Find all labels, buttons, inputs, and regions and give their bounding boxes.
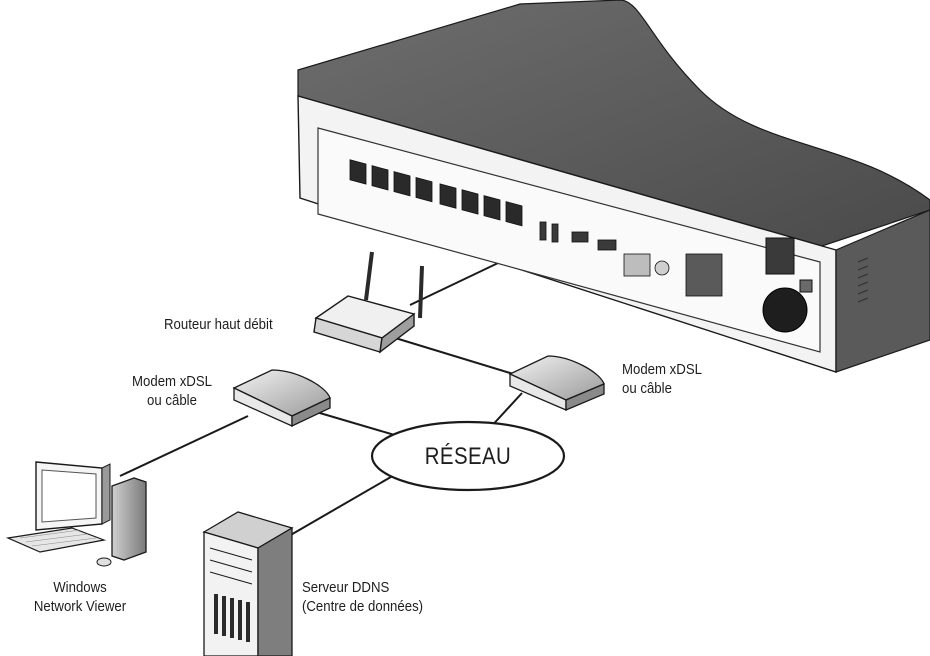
modem-right-label-line2: ou câble: [622, 380, 672, 397]
pc-tower: [111, 477, 147, 561]
modem-left-label-line2: ou câble: [147, 392, 197, 409]
modem-left: [232, 369, 331, 428]
router-antenna-right: [418, 265, 424, 319]
dvr-recorder: [297, 0, 930, 373]
dvr-ethernet-ports: [349, 159, 523, 227]
modem-left-label: Modem xDSL ou câble: [119, 372, 225, 410]
server-label: Serveur DDNS (Centre de données): [302, 578, 423, 616]
server-label-line2: (Centre de données): [302, 598, 424, 615]
dvr-top-surface: [297, 0, 930, 247]
pc-mouse: [96, 557, 112, 567]
pc-label: Windows Network Viewer: [18, 578, 141, 616]
modem-right-label-line1: Modem xDSL: [622, 361, 702, 378]
modem-left-label-line1: Modem xDSL: [132, 373, 212, 390]
dvr-misc-connectors: [539, 221, 723, 297]
power-socket: [765, 237, 795, 275]
network-label: RÉSEAU: [424, 443, 512, 470]
router-antenna-left: [364, 251, 374, 301]
pc-workstation: [5, 461, 147, 567]
router-label: Routeur haut débit: [164, 316, 273, 333]
dvr-side-panel: [835, 209, 930, 373]
pc-label-line1: Windows: [53, 579, 107, 596]
router-to-right-modem-cable: [391, 336, 521, 377]
network-cloud: [370, 420, 566, 492]
broadband-router: [313, 251, 424, 354]
ddns-server: [202, 511, 294, 656]
modem-right: [508, 355, 605, 411]
pc-keyboard: [5, 527, 107, 553]
pc-label-line2: Network Viewer: [33, 598, 127, 615]
pc-to-left-modem-cable: [119, 415, 249, 477]
modem-right-label: Modem xDSL ou câble: [622, 360, 702, 398]
dvr-fan: [762, 287, 808, 333]
server-label-line1: Serveur DDNS: [302, 579, 390, 596]
server-to-network-cable: [281, 473, 397, 541]
